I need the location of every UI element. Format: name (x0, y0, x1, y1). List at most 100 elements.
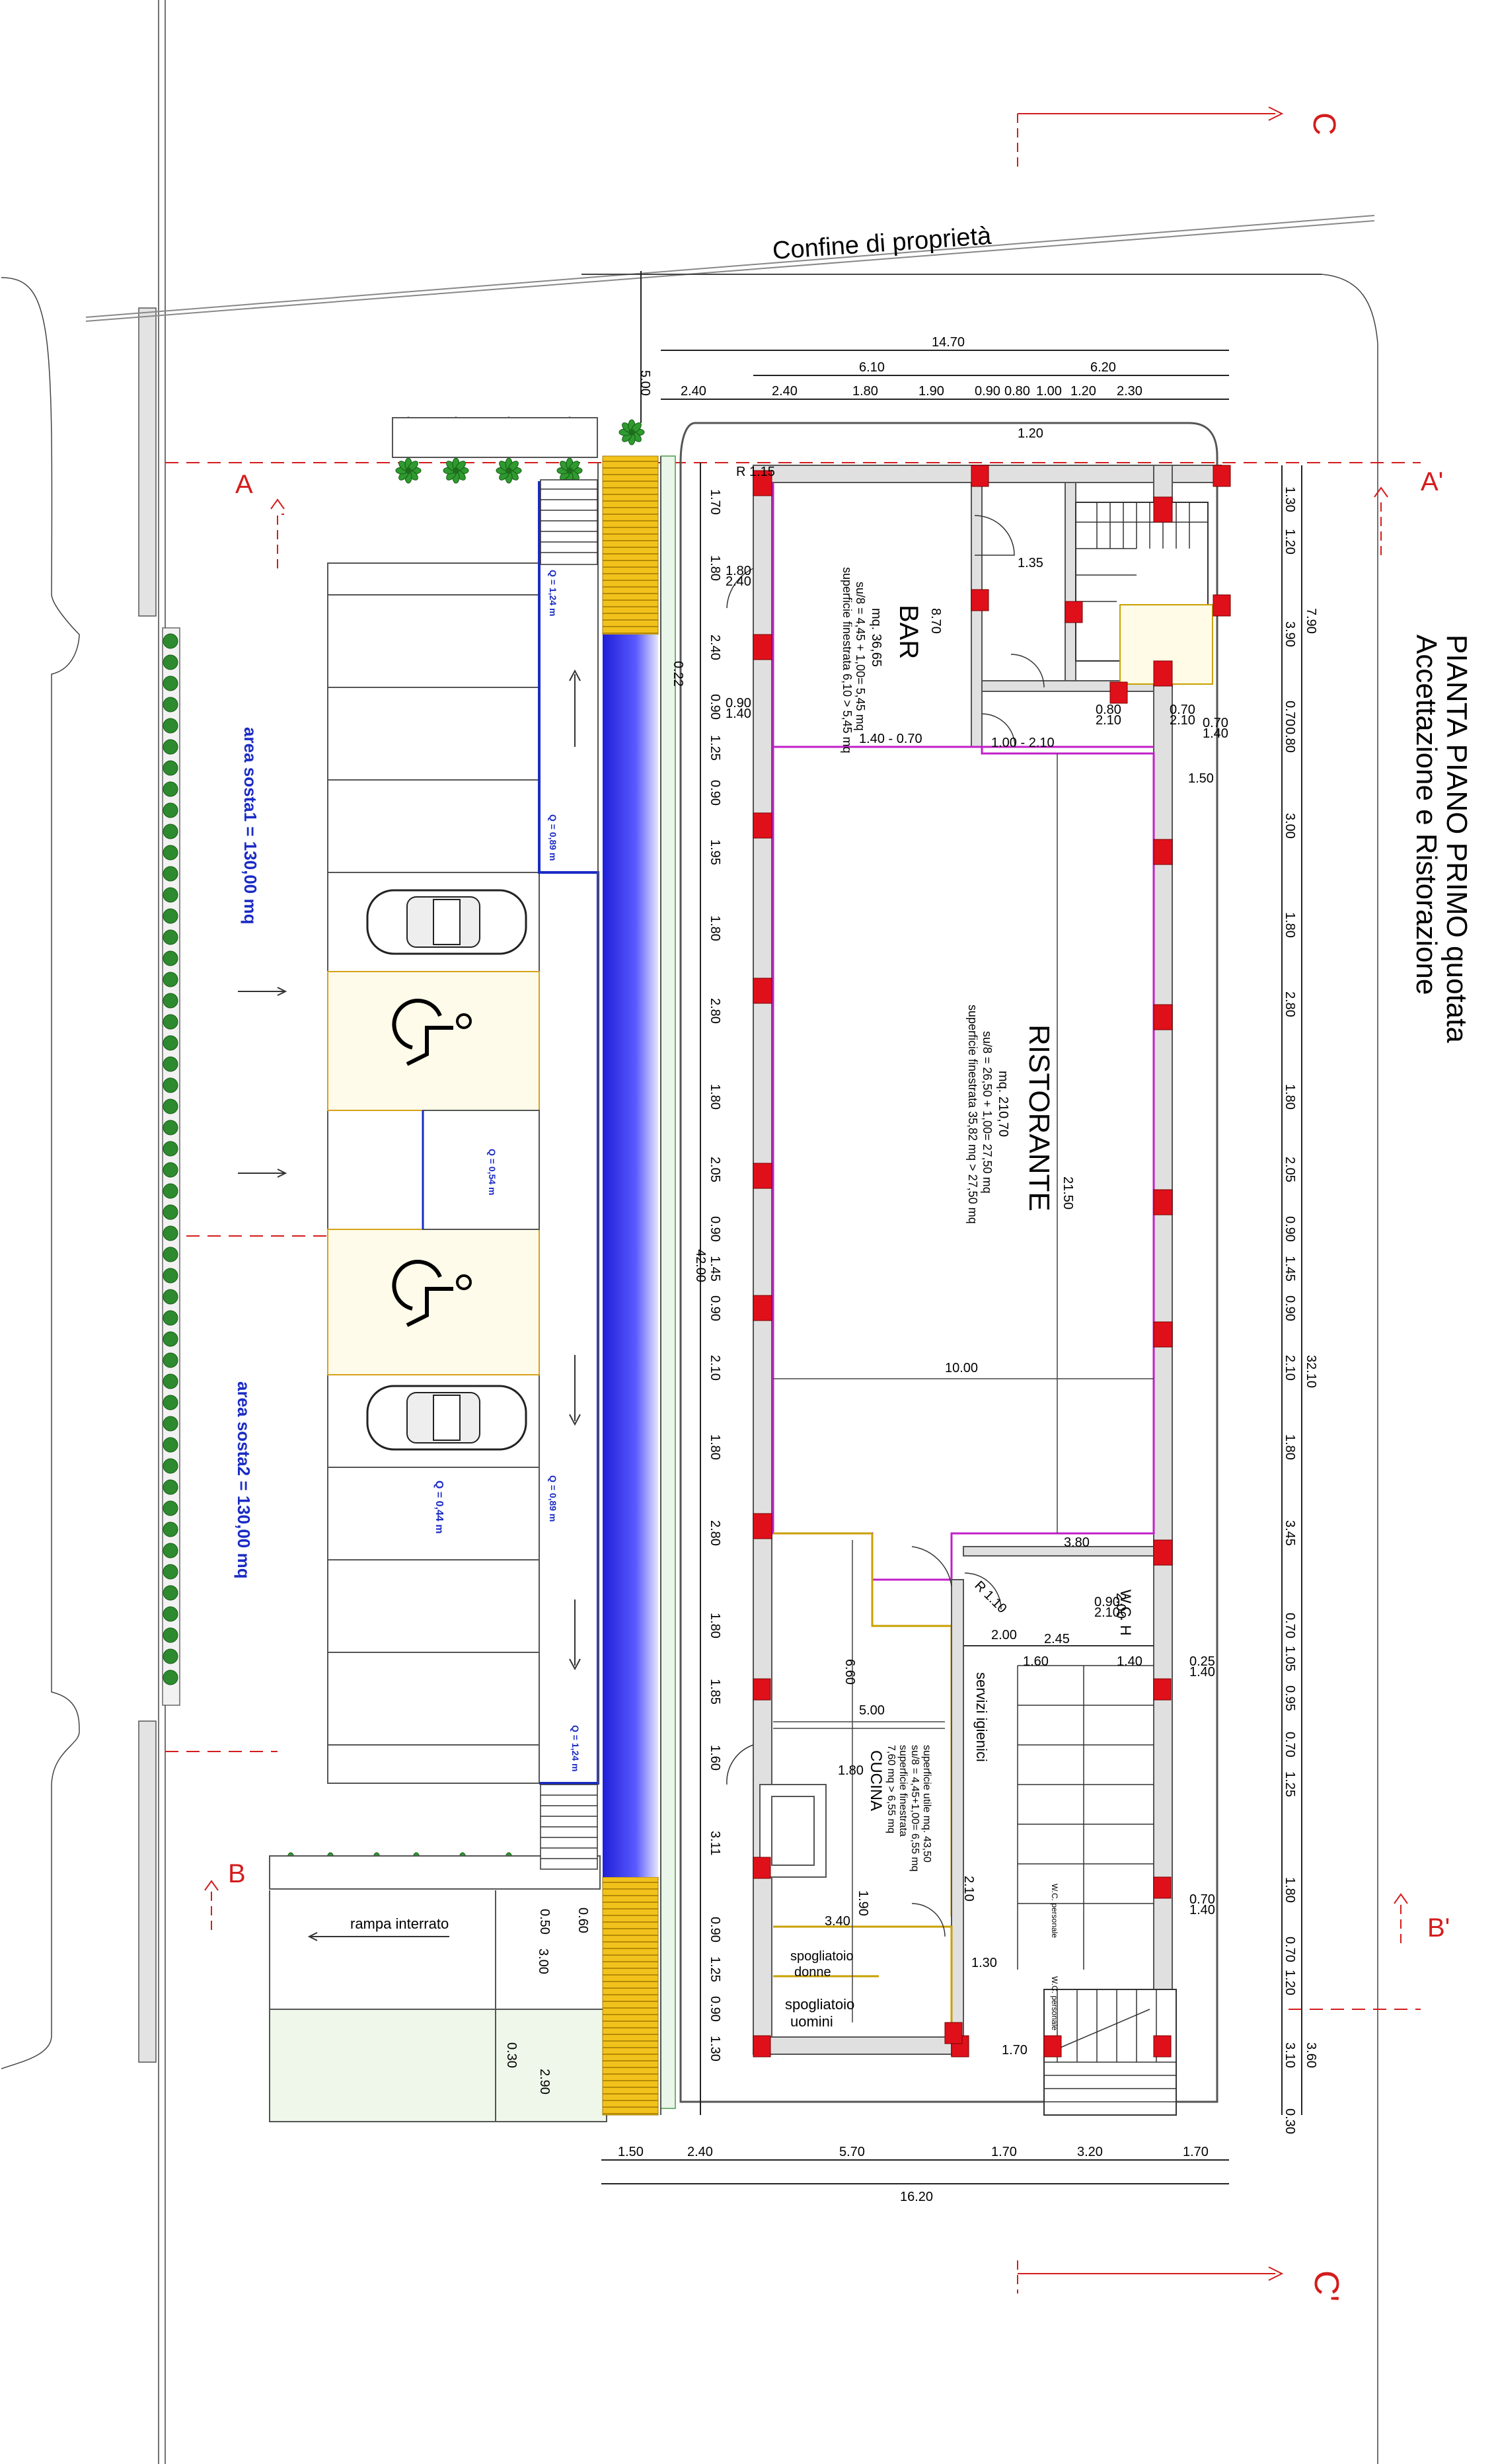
dim-internal-13: 1.20 (1018, 426, 1043, 441)
dim-right-11: 1.45 (1283, 1256, 1297, 1282)
dim-left-8: 2.80 (708, 998, 722, 1024)
green-strip (660, 455, 676, 2109)
dim-right-6: 1.80 (1283, 912, 1297, 938)
window-dim-11-0: 0.70 (1189, 1892, 1215, 1907)
hedge-left (162, 627, 180, 1706)
curb-bottom (138, 1720, 157, 2063)
pillar (1153, 1678, 1172, 1701)
dim-internal-7: 2.00 (1113, 1593, 1128, 1619)
window-dim-10-0: 0.25 (1189, 1654, 1215, 1669)
hedge-bush (163, 739, 178, 755)
services-label: servizi igienici (973, 1672, 990, 1762)
q-label-1: Q = 1,24 m (548, 570, 558, 616)
section-a-label: A (235, 470, 253, 499)
dim-top-1: 2.40 (772, 384, 798, 399)
dim-left-total: 42.00 (693, 1249, 708, 1282)
tactile-paving (602, 455, 659, 2116)
hedge-bush (163, 887, 178, 903)
pillar (971, 465, 989, 487)
dim-left-17: 1.80 (708, 1613, 722, 1638)
hedge-bush (163, 1035, 178, 1051)
dim-bottom-1: 2.40 (687, 2145, 713, 2159)
pillar (1043, 2035, 1062, 2058)
hedge-bush (163, 1627, 178, 1643)
dim-left-5: 0.90 (708, 780, 722, 806)
ristorante-window: superficie finestrata 35,82 mq > 27,50 m… (966, 1005, 979, 1224)
dim-bottom-2: 5.70 (839, 2145, 865, 2159)
hedge-bush (163, 633, 178, 649)
q-label-2: Q = 0,89 m (548, 814, 558, 861)
plan-title: PIANTA PIANO PRIMO quotata Accettazione … (1410, 635, 1473, 1043)
window-dim-0-1: 2.40 (726, 574, 751, 589)
hedge-bush (163, 1500, 178, 1516)
pillars (753, 465, 1231, 2058)
dim-internal-23: 1.90 (856, 1890, 870, 1916)
pillar (1153, 1876, 1172, 1899)
dim-right-22: 0.70 (1283, 1937, 1297, 1962)
hedge-bush (163, 1204, 178, 1220)
window-dim-1-0: 0.90 (726, 696, 751, 711)
dim-left-12: 1.45 (708, 1256, 722, 1282)
pillar (1153, 1004, 1173, 1030)
cucina-name: CUCINA (867, 1750, 885, 1811)
dim-left-0: 1.70 (708, 489, 722, 515)
pillar (753, 1295, 772, 1321)
dim-internal-19: 0.50 (537, 1909, 552, 1935)
dim-left-21: 0.90 (708, 1917, 722, 1943)
hedge-bush (163, 1056, 178, 1072)
hedge-bush (163, 1458, 178, 1474)
dim-top-3: 1.90 (918, 384, 944, 399)
pillar (944, 2022, 963, 2044)
pillar (1213, 594, 1231, 617)
building (679, 422, 1222, 2116)
changing-women-2: donne (794, 1965, 831, 1980)
dimension-lines (601, 271, 1302, 2184)
pillar (1065, 601, 1083, 623)
dim-bottom-0: 1.50 (618, 2145, 644, 2159)
dim-right-outer-3: 3.60 (1304, 2042, 1318, 2068)
changing-women-1: spogliatoio (790, 1949, 854, 1964)
dim-internal-8: 6.60 (842, 1659, 857, 1685)
dim-top-mid-1: 6.10 (859, 360, 885, 375)
pillar (1153, 1539, 1173, 1566)
blue-walkway (603, 635, 658, 1877)
dim-internal-0: 8.70 (928, 608, 943, 634)
dim-left-9: 1.80 (708, 1084, 722, 1110)
hedge-bush (163, 845, 178, 861)
q-label-6: Q = 1,24 m (570, 1725, 581, 1771)
parking (238, 463, 599, 1941)
dim-right-10: 0.90 (1283, 1216, 1297, 1242)
dim-bottom-overall: 16.20 (900, 2190, 933, 2204)
dim-right-13: 2.10 (1283, 1355, 1297, 1381)
hedge-bush (163, 1521, 178, 1537)
pillar (1213, 465, 1231, 487)
hedge-bush (163, 1352, 178, 1368)
dim-top-2: 1.80 (852, 384, 878, 399)
dim-right-9: 2.05 (1283, 1157, 1297, 1182)
dim-internal-5: 2.00 (991, 1628, 1017, 1642)
dim-internal-17: 0.22 (671, 661, 685, 687)
pillar (753, 812, 772, 839)
dim-left-3: 0.90 (708, 694, 722, 720)
dim-internal-11: 3.40 (825, 1914, 850, 1929)
hedge-bush (163, 802, 178, 818)
dim-right-outer-2: 32.10 (1304, 1355, 1318, 1388)
hedge-bush (163, 1670, 178, 1685)
dim-internal-18: 3.00 (536, 1948, 550, 1974)
window-dim-5-0: 0.70 (1170, 703, 1195, 717)
dim-right-8: 1.80 (1283, 1084, 1297, 1110)
dim-bottom-4: 3.20 (1077, 2145, 1103, 2159)
title-line2: Accettazione e Ristorazione (1410, 635, 1442, 995)
dim-top-8: 2.30 (1117, 384, 1142, 399)
dim-internal-6: 2.45 (1044, 1632, 1070, 1646)
pillar (1153, 1189, 1173, 1215)
bar-window: superficie finestrata 6,10 > 5,45 mq (841, 567, 854, 753)
dim-right-5: 3.00 (1283, 813, 1297, 839)
section-b-prime-label: B' (1427, 1913, 1450, 1943)
dim-right-7: 2.80 (1283, 991, 1297, 1017)
tree-icon (556, 457, 583, 484)
accessible-symbol-2 (392, 1260, 472, 1327)
section-a-prime-label: A' (1421, 467, 1443, 496)
window-dim-8-0: 1.60 (1023, 1654, 1049, 1669)
